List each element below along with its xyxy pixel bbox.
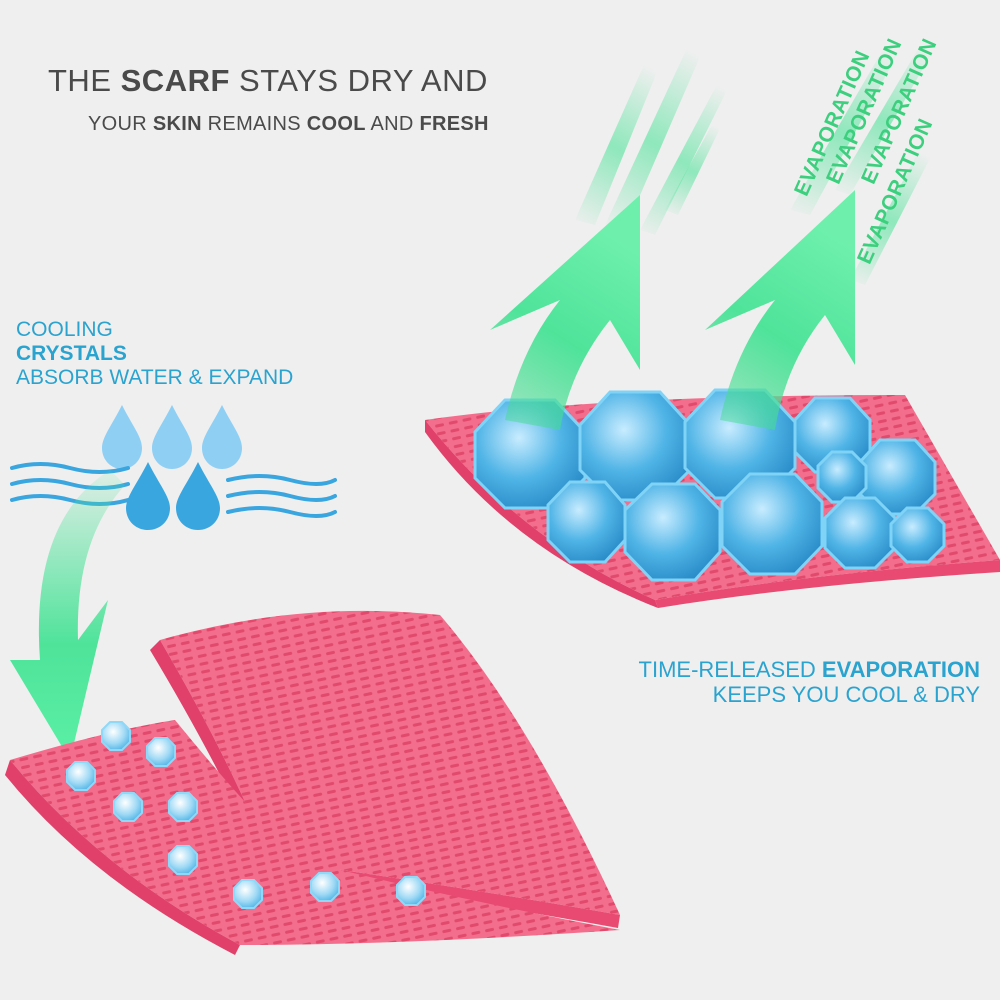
headline-line-2: YOUR SKIN REMAINS COOL AND FRESH xyxy=(88,113,489,135)
headline-line-1: THE SCARF STAYS DRY AND xyxy=(48,63,488,98)
time-released-caption: TIME-RELEASED EVAPORATION KEEPS YOU COOL… xyxy=(639,657,980,707)
dry-crystals xyxy=(66,721,426,909)
water-waves xyxy=(10,462,337,518)
cooling-crystals-caption: COOLING CRYSTALS ABSORB WATER & EXPAND xyxy=(16,318,293,390)
cooling-line-2: CRYSTALS xyxy=(16,342,127,365)
absorb-arrow xyxy=(10,470,125,760)
water-drops xyxy=(102,405,242,530)
cooling-line-3: ABSORB WATER & EXPAND xyxy=(16,366,294,389)
release-line-1: TIME-RELEASED EVAPORATION xyxy=(638,657,980,682)
expanded-crystals xyxy=(473,388,946,582)
evaporation-arrows xyxy=(490,190,855,430)
dry-fabric xyxy=(5,610,620,955)
evaporation-streaks xyxy=(575,20,948,285)
release-line-2: KEEPS YOU COOL & DRY xyxy=(712,682,980,707)
cooling-line-1: COOLING xyxy=(16,318,113,341)
